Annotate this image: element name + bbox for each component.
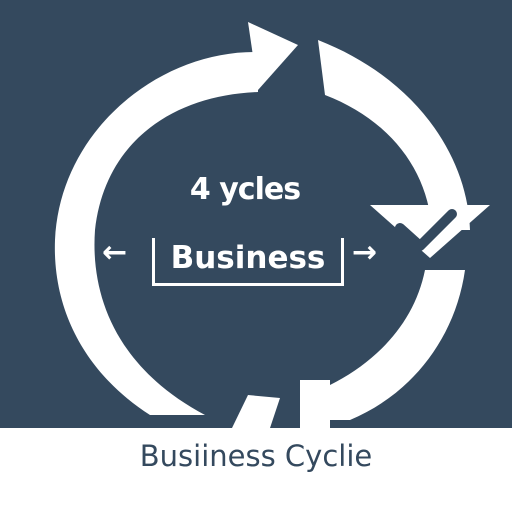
- cycle-arrowhead-top: [248, 22, 298, 90]
- cycle-arrow-icon: [330, 270, 465, 420]
- checkmark-icon: [395, 209, 457, 251]
- cycle-arrow-icon: [318, 40, 470, 230]
- footer-title: Busiiness Cyclie: [139, 439, 373, 473]
- cycle-arrows: [54, 22, 490, 428]
- cycle-arrowhead-bottom: [232, 395, 280, 428]
- center-label: Business: [170, 240, 326, 276]
- cycle-arrow-icon: [54, 51, 259, 415]
- cycle-arrow-icon: [300, 380, 330, 428]
- right-arrow-icon: →: [352, 235, 378, 270]
- left-arrow-icon: ←: [102, 235, 128, 270]
- cycle-count-label: 4 ycles: [189, 172, 301, 207]
- center-box: [152, 238, 344, 286]
